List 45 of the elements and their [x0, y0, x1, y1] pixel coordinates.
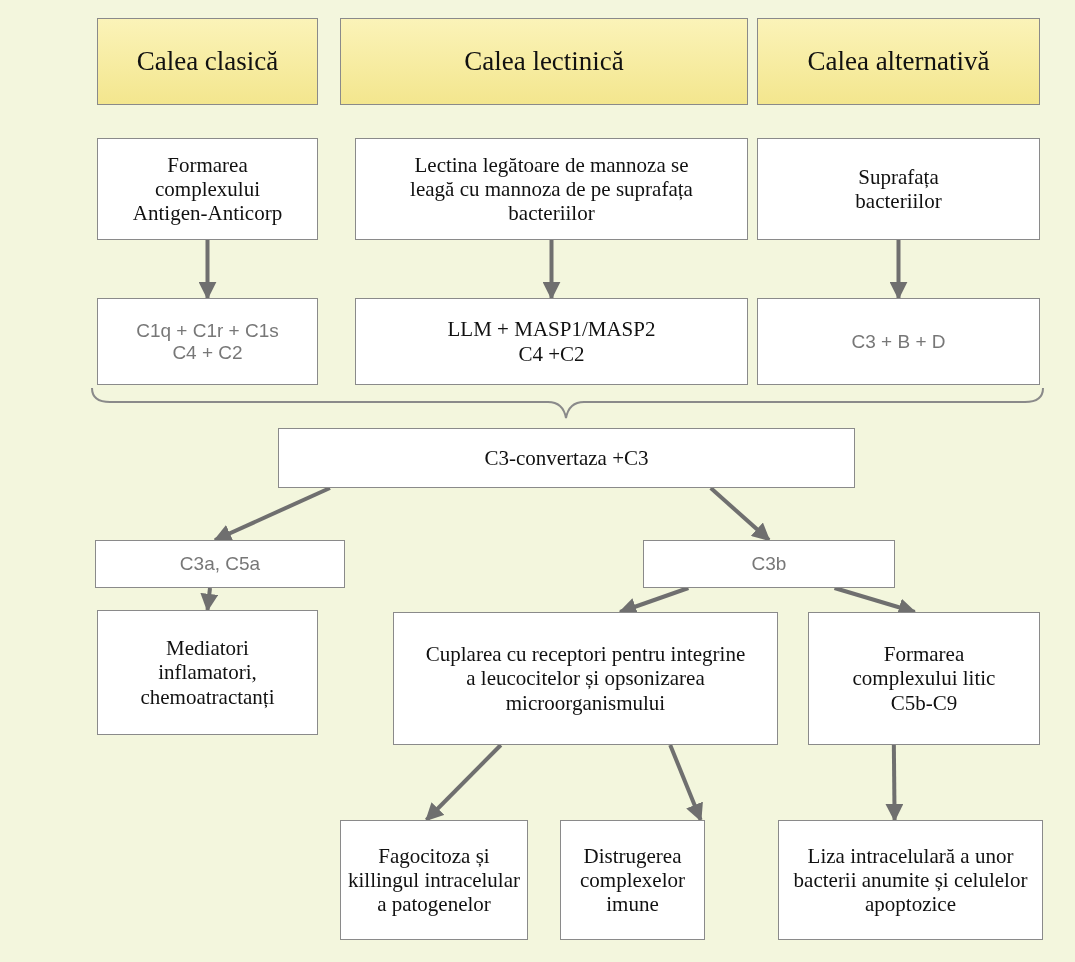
arrow	[668, 744, 703, 822]
box-text: Distrugerea complexelor imune	[579, 843, 686, 917]
box-text: Fagocitoza și killingul intracelular a patogenelor	[347, 843, 521, 917]
arrow	[213, 486, 331, 542]
box-text: Formarea complexului Antigen-Anticorp	[131, 152, 284, 226]
arrow	[198, 240, 217, 300]
box-text: Cuplarea cu receptori pentru integrine a leucocitelor și opsonizarea microorganismului	[424, 642, 747, 715]
process-box	[278, 428, 855, 488]
pathway-title: Calea alternativă	[807, 45, 990, 77]
process-box	[393, 612, 778, 745]
box-text: LLM + MASP1/MASP2 C4 +C2	[446, 317, 657, 366]
process-box	[355, 138, 748, 240]
process-box	[757, 298, 1040, 385]
process-box	[560, 820, 705, 940]
arrow	[885, 744, 904, 822]
box-text: Mediatori inflamatori, chemoatractanți	[139, 636, 276, 709]
box-text: C3 + B + D	[851, 330, 946, 353]
box-text: Formarea complexului litic C5b-C9	[851, 642, 997, 715]
header-box	[757, 18, 1040, 105]
arrow	[425, 743, 503, 822]
header-box	[340, 18, 748, 105]
box-text: Lectina legătoare de mannoza se leagă cu mannoza de pe suprafața bacteriilor	[409, 152, 694, 226]
box-text: C3-convertaza +C3	[484, 445, 649, 471]
arrow	[709, 486, 771, 542]
box-text: C3b	[751, 553, 787, 575]
box-text: C1q + C1r + C1s C4 + C2	[135, 319, 280, 364]
process-box	[757, 138, 1040, 240]
process-box	[778, 820, 1043, 940]
arrow	[542, 240, 561, 300]
process-box	[97, 610, 318, 735]
process-box	[808, 612, 1040, 745]
process-box	[95, 540, 345, 588]
pathway-title: Calea lectinică	[464, 45, 624, 77]
process-box	[97, 298, 318, 385]
box-text: Liza intracelulară a unor bacterii anumite și celulelor apoptozice	[792, 843, 1029, 917]
box-text: C3a, C5a	[179, 553, 261, 575]
header-box	[97, 18, 318, 105]
process-box	[355, 298, 748, 385]
process-box	[97, 138, 318, 240]
process-box	[340, 820, 528, 940]
process-box	[643, 540, 895, 588]
pathway-title: Calea clasică	[136, 45, 279, 77]
box-text: Suprafața bacteriilor	[854, 164, 943, 214]
arrow	[200, 587, 219, 612]
arrow	[889, 240, 908, 300]
